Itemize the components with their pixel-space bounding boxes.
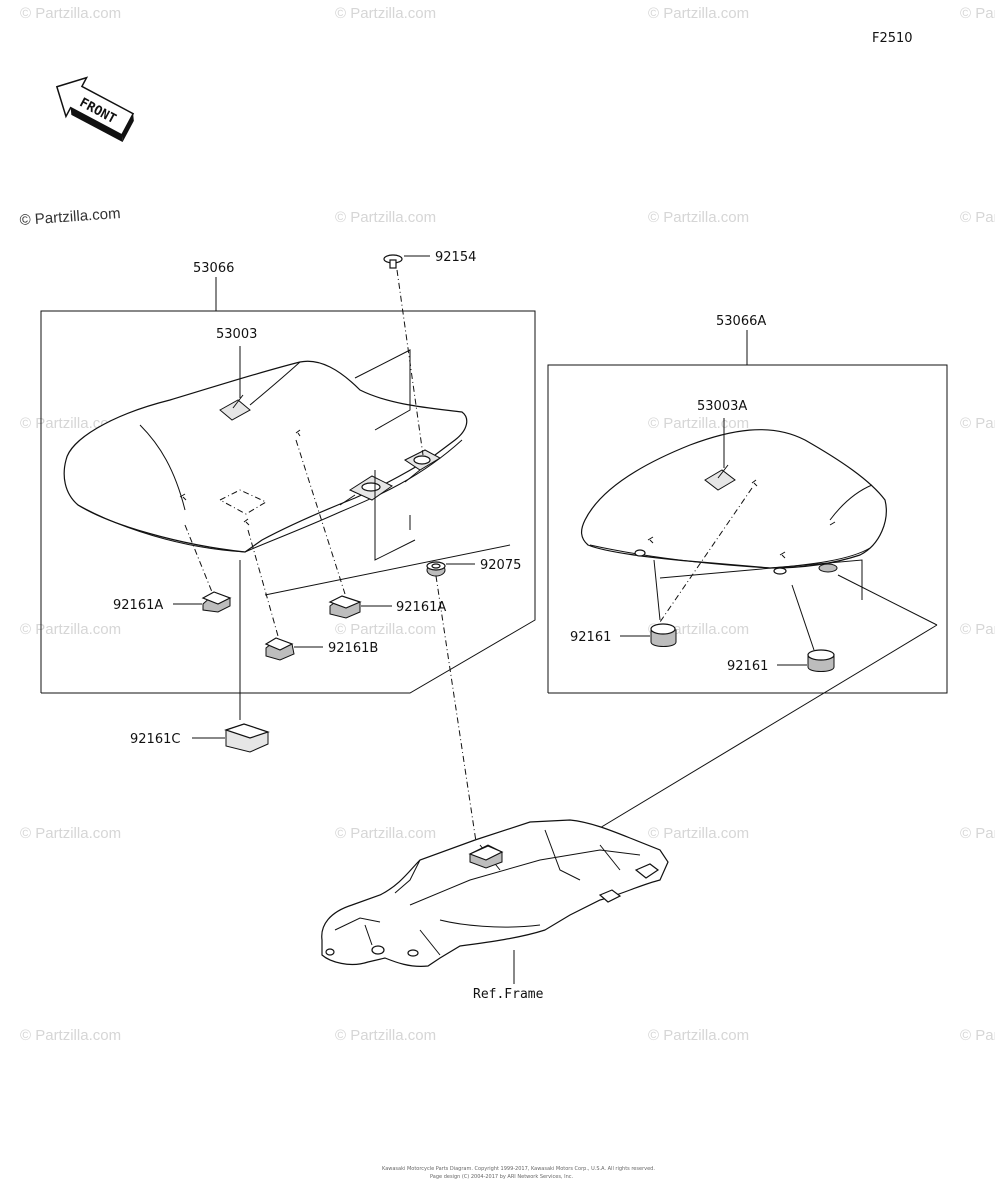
- label-92075: 92075: [480, 558, 521, 573]
- label-53066: 53066: [193, 261, 234, 276]
- watermark: © Partzilla.com: [20, 621, 121, 638]
- watermark: © Partzilla.com: [648, 415, 749, 432]
- watermark: © Partzilla.com: [20, 1027, 121, 1044]
- front-arrow-icon: FRONT: [55, 76, 135, 143]
- rear-seat-assembly-group: 53066A 53003A 92161: [539, 314, 948, 865]
- damper-92161a-left: [201, 591, 232, 613]
- watermark: © Partzilla.com: [960, 209, 995, 226]
- watermark: © Partzilla.com: [648, 5, 749, 22]
- copyright-line-2: Page design (C) 2004-2017 by ARI Network…: [430, 1174, 573, 1180]
- label-92161-upper: 92161: [570, 630, 611, 645]
- label-92161a-right: 92161A: [396, 600, 446, 615]
- watermark: © Partzilla.com: [960, 825, 995, 842]
- watermark: © Partzilla.com: [335, 825, 436, 842]
- frame-group: Ref.Frame: [321, 575, 669, 1002]
- damper-92161-upper: [650, 623, 677, 647]
- watermark: © Partzilla.com: [335, 1027, 436, 1044]
- copyright-line-1: Kawasaki Motorcycle Parts Diagram. Copyr…: [382, 1166, 655, 1172]
- label-92161c: 92161C: [130, 732, 180, 747]
- label-92161-lower: 92161: [727, 659, 768, 674]
- watermark: © Partzilla.com: [20, 415, 121, 432]
- label-ref-frame: Ref.Frame: [473, 987, 544, 1002]
- seat-assembly-group: 53066 53003: [40, 250, 536, 753]
- grommet-92075: [426, 561, 446, 577]
- rear-seat-assembly-box: [547, 364, 948, 694]
- watermark: © Partzilla.com: [648, 209, 749, 226]
- damper-92161-lower: [807, 649, 835, 672]
- partzilla-watermark: © Partzilla.com: [19, 205, 121, 229]
- figure-code: F2510: [872, 31, 913, 46]
- seat-assembly-box: [40, 310, 536, 694]
- watermark: © Partzilla.com: [335, 5, 436, 22]
- watermark: © Partzilla.com: [960, 415, 995, 432]
- label-53003a: 53003A: [697, 399, 747, 414]
- rear-frame: [321, 819, 669, 967]
- damper-92161c: [224, 723, 270, 753]
- watermark: © Partzilla.com: [648, 825, 749, 842]
- watermark: © Partzilla.com: [960, 5, 995, 22]
- watermark: © Partzilla.com: [960, 1027, 995, 1044]
- watermark: © Partzilla.com: [960, 621, 995, 638]
- front-seat: [63, 360, 468, 553]
- label-53003: 53003: [216, 327, 257, 342]
- label-53066a: 53066A: [716, 314, 766, 329]
- watermark: © Partzilla.com: [20, 825, 121, 842]
- label-92154: 92154: [435, 250, 476, 265]
- watermark: © Partzilla.com: [20, 5, 121, 22]
- screw-92154: [383, 254, 403, 269]
- rear-seat: [581, 429, 887, 569]
- damper-92161b: [264, 637, 295, 661]
- watermark: © Partzilla.com: [335, 621, 436, 638]
- watermark: © Partzilla.com: [335, 209, 436, 226]
- damper-92161a-right: [328, 595, 362, 619]
- label-92161a-left: 92161A: [113, 598, 163, 613]
- watermark: © Partzilla.com: [648, 1027, 749, 1044]
- label-92161b: 92161B: [328, 641, 378, 656]
